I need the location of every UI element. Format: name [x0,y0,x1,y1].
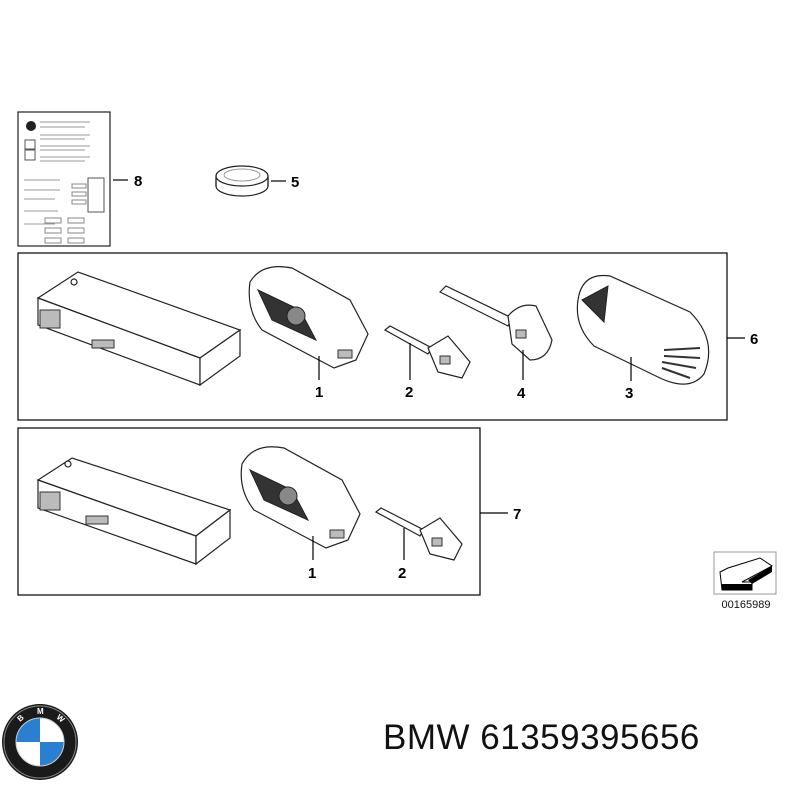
callout-a-1: 1 [315,384,323,401]
remote-cover [576,274,710,385]
callout-b-2: 2 [398,565,406,582]
direction-arrow-icon [713,551,777,595]
callout-b-1: 1 [308,565,316,582]
callout-5: 5 [291,174,299,191]
emergency-key-blade [383,325,471,379]
callout-8: 8 [134,173,142,190]
callout-7: 7 [513,506,521,523]
bmw-logo: B M W [2,704,78,780]
drawing-number: 00165989 [722,599,771,611]
svg-text:B: B [16,713,26,724]
kit-6-frame [17,252,728,421]
callout-a-4: 4 [517,385,526,402]
remote-key [240,446,361,549]
remote-key [248,266,369,369]
coin-battery [215,165,269,197]
part-title: BMW 61359395656 [383,718,700,757]
callout-a-3: 3 [625,385,633,402]
svg-text:M: M [37,707,44,716]
kit-7-frame [17,427,481,596]
control-unit [36,271,242,387]
control-unit [36,457,232,566]
callout-a-2: 2 [405,384,413,401]
emergency-key-blade [374,507,463,561]
svg-text:W: W [55,713,67,725]
key-blade-alt [438,285,553,361]
callout-6: 6 [750,331,758,348]
manual-booklet [17,111,111,247]
